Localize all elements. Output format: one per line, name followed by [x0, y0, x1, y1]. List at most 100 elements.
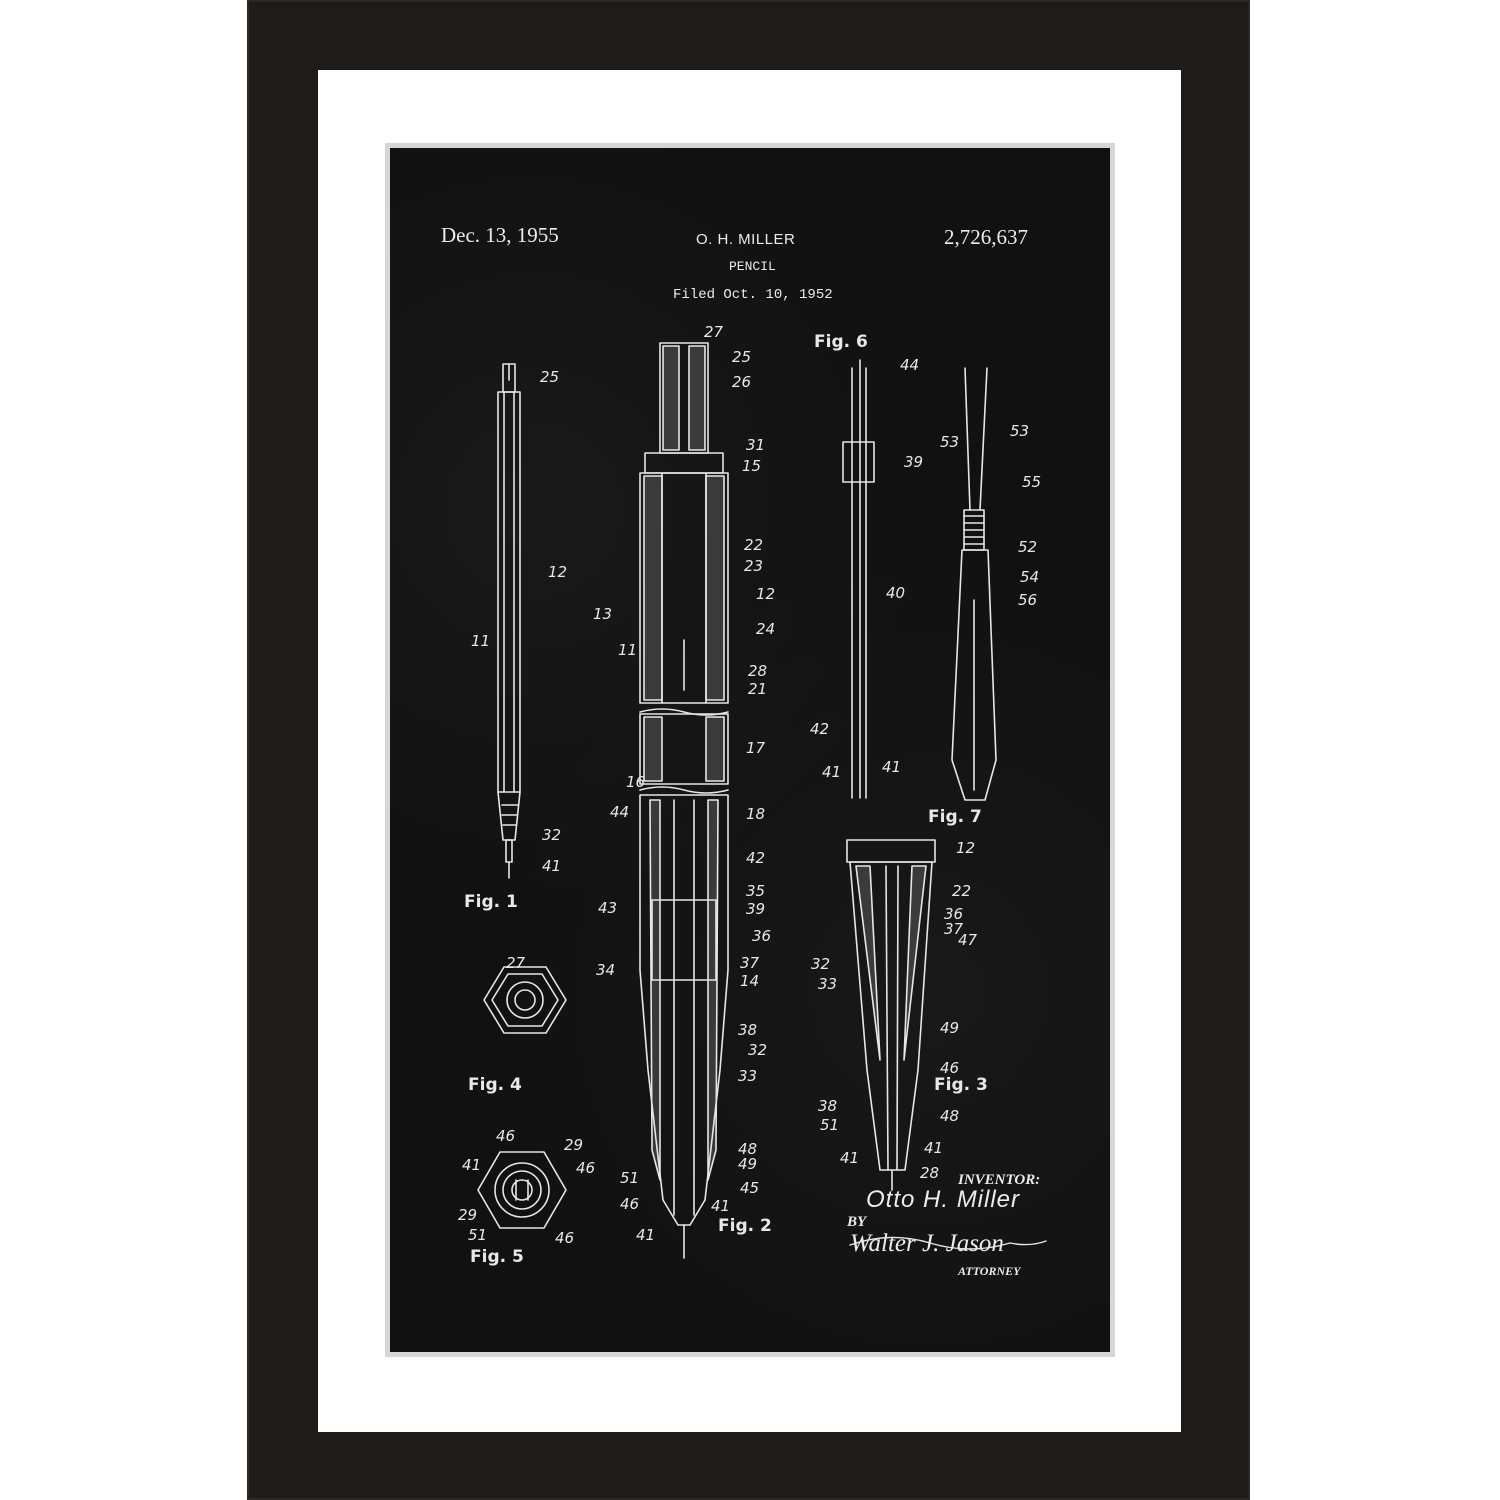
svg-text:17: 17: [746, 739, 766, 757]
svg-text:13: 13: [593, 605, 612, 623]
fig2-section-lower: [639, 794, 729, 1259]
svg-text:33: 33: [818, 975, 837, 993]
svg-text:46: 46: [496, 1127, 515, 1145]
svg-text:38: 38: [738, 1021, 757, 1039]
svg-text:16: 16: [626, 773, 645, 791]
inventor-label: INVENTOR:: [958, 1172, 1041, 1188]
svg-text:14: 14: [740, 972, 759, 990]
svg-text:51: 51: [820, 1116, 839, 1134]
fig5-hex-section: [477, 1151, 567, 1229]
patent-date: Dec. 13, 1955: [441, 223, 559, 247]
by-label: BY: [847, 1214, 867, 1230]
fig7-label: Fig. 7: [928, 807, 982, 827]
svg-text:42: 42: [746, 849, 765, 867]
filed-date: Filed Oct. 10, 1952: [673, 287, 833, 303]
svg-text:44: 44: [610, 803, 629, 821]
fig7-rod: [951, 367, 997, 801]
svg-text:55: 55: [1022, 473, 1041, 491]
attorney-signature: Walter J. Jason: [850, 1230, 1004, 1257]
svg-text:46: 46: [555, 1229, 574, 1247]
inventor-name: O. H. MILLER: [696, 231, 796, 248]
svg-text:41: 41: [840, 1149, 859, 1167]
svg-text:42: 42: [810, 720, 829, 738]
svg-text:28: 28: [920, 1164, 939, 1182]
svg-text:32: 32: [748, 1041, 767, 1059]
svg-text:51: 51: [468, 1226, 487, 1244]
svg-text:41: 41: [636, 1226, 655, 1244]
svg-text:40: 40: [886, 584, 905, 602]
patent-title: PENCIL: [729, 259, 776, 274]
svg-text:44: 44: [900, 356, 919, 374]
svg-text:46: 46: [940, 1059, 959, 1077]
svg-text:39: 39: [904, 453, 923, 471]
svg-text:29: 29: [458, 1206, 477, 1224]
svg-text:41: 41: [924, 1139, 943, 1157]
svg-text:46: 46: [620, 1195, 639, 1213]
svg-text:12: 12: [956, 839, 975, 857]
svg-text:43: 43: [598, 899, 617, 917]
attorney-label: ATTORNEY: [958, 1264, 1021, 1278]
fig2-section-break: [639, 708, 729, 794]
svg-text:18: 18: [746, 805, 765, 823]
fig2-label: Fig. 2: [718, 1216, 772, 1236]
svg-text:45: 45: [740, 1179, 759, 1197]
fig2-section-upper: [639, 342, 729, 704]
svg-text:22: 22: [744, 536, 763, 554]
svg-text:48: 48: [738, 1140, 757, 1158]
svg-text:23: 23: [744, 557, 763, 575]
svg-text:41: 41: [711, 1197, 730, 1215]
fig3-cone: [846, 839, 936, 1191]
svg-text:49: 49: [940, 1019, 959, 1037]
svg-text:53: 53: [1010, 422, 1029, 440]
svg-text:37: 37: [944, 920, 964, 938]
patent-number: 2,726,637: [944, 225, 1028, 249]
fig3-label: Fig. 3: [934, 1075, 988, 1095]
fig6-rod: [842, 359, 875, 799]
svg-text:28: 28: [748, 662, 767, 680]
svg-text:37: 37: [740, 954, 760, 972]
fig5-label: Fig. 5: [470, 1247, 524, 1267]
svg-text:27: 27: [704, 323, 724, 341]
svg-text:31: 31: [746, 436, 765, 454]
svg-text:49: 49: [738, 1155, 757, 1173]
svg-text:12: 12: [548, 563, 567, 581]
svg-text:41: 41: [542, 857, 561, 875]
fig4-label: Fig. 4: [468, 1075, 522, 1095]
svg-text:11: 11: [618, 641, 637, 659]
svg-text:41: 41: [822, 763, 841, 781]
svg-text:41: 41: [882, 758, 901, 776]
svg-text:48: 48: [940, 1107, 959, 1125]
svg-text:12: 12: [756, 585, 775, 603]
fig4-hex-view: [483, 966, 567, 1034]
svg-text:41: 41: [462, 1156, 481, 1174]
svg-text:46: 46: [576, 1159, 595, 1177]
svg-text:35: 35: [746, 882, 765, 900]
svg-text:36: 36: [752, 927, 771, 945]
svg-text:54: 54: [1020, 568, 1039, 586]
svg-text:32: 32: [542, 826, 561, 844]
fig1-pencil: [497, 363, 521, 879]
svg-text:22: 22: [952, 882, 971, 900]
svg-text:33: 33: [738, 1067, 757, 1085]
svg-text:27: 27: [506, 954, 526, 972]
svg-text:15: 15: [742, 457, 761, 475]
svg-text:32: 32: [811, 955, 830, 973]
attorney-flourish: [849, 1236, 1047, 1250]
fig6-label: Fig. 6: [814, 332, 868, 352]
svg-text:51: 51: [620, 1169, 639, 1187]
svg-text:29: 29: [564, 1136, 583, 1154]
svg-text:25: 25: [732, 348, 751, 366]
svg-text:39: 39: [746, 900, 765, 918]
svg-text:56: 56: [1018, 591, 1037, 609]
svg-text:53: 53: [940, 433, 959, 451]
svg-text:34: 34: [596, 961, 615, 979]
svg-text:25: 25: [540, 368, 559, 386]
svg-text:24: 24: [756, 620, 775, 638]
svg-text:11: 11: [471, 632, 490, 650]
svg-text:36: 36: [944, 905, 963, 923]
svg-text:52: 52: [1018, 538, 1037, 556]
svg-text:47: 47: [958, 931, 978, 949]
svg-text:38: 38: [818, 1097, 837, 1115]
